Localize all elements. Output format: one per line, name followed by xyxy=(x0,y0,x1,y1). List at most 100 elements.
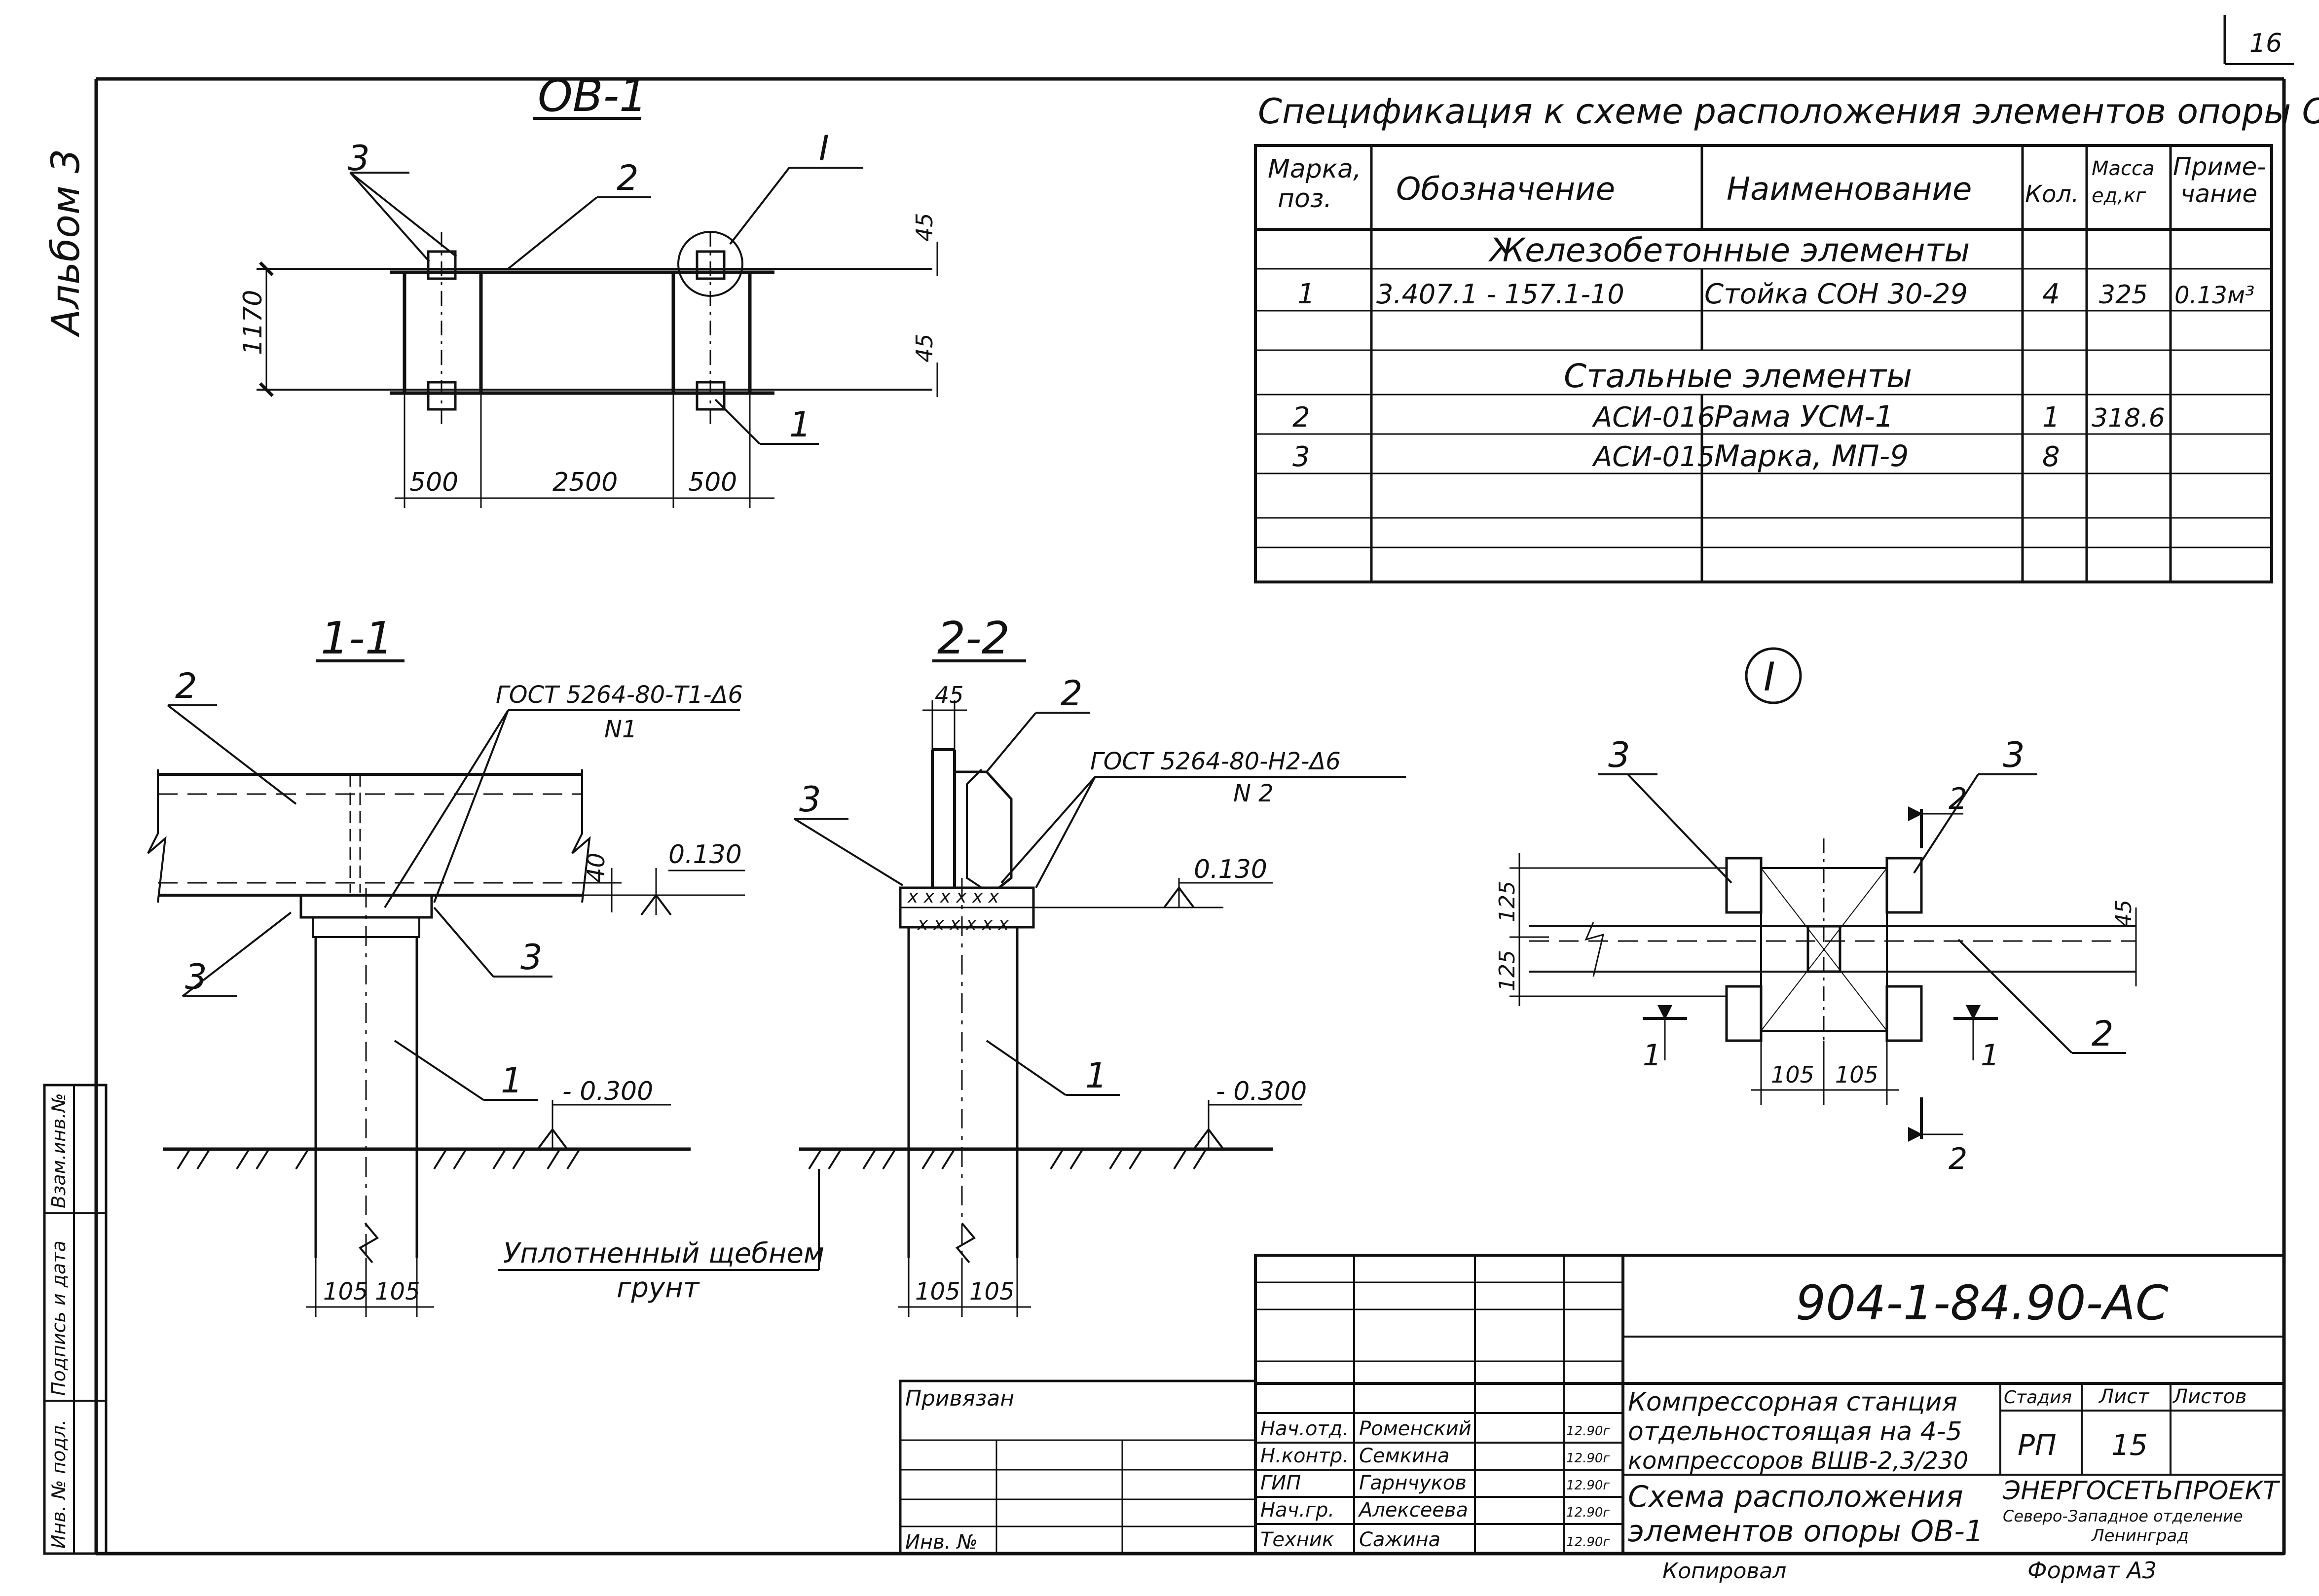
spec-row2-pos: 2 xyxy=(1292,401,1310,434)
tb-project-3: компрессоров ВШВ-2,3/230 xyxy=(1628,1447,1968,1475)
spec-row3-pos: 3 xyxy=(1292,441,1310,473)
section1-dim-105b: 105 xyxy=(375,1278,420,1306)
stamp-signature: Подпись и дата xyxy=(48,1240,70,1396)
svg-text:x x x x x x: x x x x x x xyxy=(917,914,1009,934)
binding-label: Привязан xyxy=(905,1386,1014,1411)
tb-stage-header: Стадия xyxy=(2004,1387,2072,1408)
plan-dim-500b: 500 xyxy=(688,468,737,497)
detail-cut1-right: 1 xyxy=(1981,1038,1999,1073)
spec-header-mass-unit: ед,кг xyxy=(2092,184,2146,207)
detail-label-3b: 3 xyxy=(2003,735,2025,775)
section1-dim-105a: 105 xyxy=(323,1278,368,1306)
section1-dim-40: 40 xyxy=(583,853,610,883)
spec-header-note: Приме- xyxy=(2173,152,2266,181)
spec-row1-name: Стойка СОН 30-29 xyxy=(1704,278,1968,310)
plan-label-1: 1 xyxy=(789,404,811,445)
section1-level-top: 0.130 xyxy=(668,840,742,870)
spec-header-designation: Обозначение xyxy=(1396,171,1615,208)
section1-label-3b: 3 xyxy=(520,937,543,978)
spec-header-mass: Масса xyxy=(2092,157,2155,180)
tb-sheets-header: Листов xyxy=(2172,1385,2246,1408)
section2-label-3: 3 xyxy=(799,779,821,820)
spec-row1-qty: 4 xyxy=(2042,278,2060,310)
tb-date-1: 12.90г xyxy=(1566,1424,1610,1439)
spec-row2-designation: АСИ-016 xyxy=(1592,401,1715,434)
spec-row1-designation: 3.407.1 - 157.1-10 xyxy=(1376,279,1624,310)
binding-inv: Инв. № xyxy=(905,1531,978,1554)
section2-level-bottom: - 0.300 xyxy=(1216,1077,1307,1106)
tb-sheet-title-1: Схема расположения xyxy=(1628,1480,1963,1514)
tb-stage: РП xyxy=(2018,1428,2057,1462)
section2-dim-45: 45 xyxy=(935,682,964,708)
svg-text:x x x x x x: x x x x x x xyxy=(907,887,999,907)
detail-label-3a: 3 xyxy=(1608,735,1630,775)
detail-label-2: 2 xyxy=(2092,1014,2114,1054)
sheet-number-box: 16 xyxy=(2223,15,2294,65)
section1-weld-line1: ГОСТ 5264-80-Т1-Δ6 xyxy=(496,681,743,709)
spec-header-note2: чание xyxy=(2180,180,2257,208)
tb-date-5: 12.90г xyxy=(1566,1535,1610,1550)
tb-sheet-title-2: элементов опоры ОВ-1 xyxy=(1628,1514,1984,1549)
spec-table: Спецификация к схеме расположения элемен… xyxy=(1254,91,2319,583)
spec-header-name: Наименование xyxy=(1727,171,1972,208)
plan-view: ОВ-1 3 2 I 1 1170 xyxy=(238,70,938,508)
sheet-number: 16 xyxy=(2249,29,2282,58)
stamp-inv-no: Инв. № подл. xyxy=(48,1419,70,1549)
side-stamp: Инв. № подл. Подпись и дата Взам.инв.№ xyxy=(43,1084,108,1555)
section-1-1: 1-1 2 ГОСТ 5264-80-Т1-Δ6 N1 3 3 xyxy=(147,613,745,1317)
section2-dim-105b: 105 xyxy=(969,1278,1015,1306)
spec-row3-name: Марка, МП-9 xyxy=(1714,439,1909,473)
plan-dim-45b: 45 xyxy=(911,333,938,363)
spec-group-concrete: Железобетонные элементы xyxy=(1488,231,1970,269)
tb-role-1: Нач.отд. xyxy=(1260,1417,1349,1440)
tb-name-3: Гарнчуков xyxy=(1359,1472,1467,1494)
spec-row1-pos: 1 xyxy=(1297,278,1315,310)
tb-org-1: ЭНЕРГОСЕТЬПРОЕКТ xyxy=(2002,1476,2281,1506)
section2-weld-line2: N 2 xyxy=(1233,780,1274,807)
spec-header-qty: Кол. xyxy=(2025,181,2079,208)
plan-title: ОВ-1 xyxy=(538,70,647,122)
section1-weld-line2: N1 xyxy=(604,716,637,743)
plan-dim-1170: 1170 xyxy=(238,290,268,355)
tb-name-5: Сажина xyxy=(1359,1528,1440,1551)
plan-dim-500a: 500 xyxy=(409,468,458,497)
tb-role-4: Нач.гр. xyxy=(1260,1499,1334,1522)
section1-level-bottom: - 0.300 xyxy=(562,1077,653,1106)
tb-sheet-header: Лист xyxy=(2098,1385,2150,1408)
tb-org-3: Ленинград xyxy=(2091,1526,2189,1546)
section-2-2: 2-2 x x x x x x x x x x x x 45 2 3 ГОСТ … xyxy=(498,613,1406,1317)
detail-dim-125a: 125 xyxy=(1495,881,1520,922)
copied-by: Копировал xyxy=(1662,1559,1786,1584)
spec-header-mark: Марка, xyxy=(1268,154,1362,184)
spec-row2-mass: 318.6 xyxy=(2092,403,2165,433)
tb-date-3: 12.90г xyxy=(1566,1478,1610,1493)
spec-row1-mass: 325 xyxy=(2099,280,2148,310)
spec-row2-name: Рама УСМ-1 xyxy=(1714,399,1894,434)
detail-cut1-left: 1 xyxy=(1643,1038,1661,1073)
spec-header-pos: поз. xyxy=(1278,184,1332,214)
tb-role-3: ГИП xyxy=(1260,1472,1301,1494)
section1-label-2: 2 xyxy=(175,666,197,706)
doc-code: 904-1-84.90-АС xyxy=(1796,1275,2169,1331)
fill-note-line1: Уплотненный щебнем xyxy=(503,1237,824,1270)
section2-weld-line1: ГОСТ 5264-80-Н2-Δ6 xyxy=(1090,748,1341,775)
tb-project-1: Компрессорная станция xyxy=(1628,1387,1957,1417)
spec-row3-designation: АСИ-015 xyxy=(1592,441,1715,473)
tb-name-2: Семкина xyxy=(1359,1445,1450,1467)
detail-dim-45: 45 xyxy=(2111,900,2136,927)
detail-I: I 2 2 1 1 3 3 2 xyxy=(1495,647,2137,1176)
stamp-replacement: Взам.инв.№ xyxy=(48,1093,70,1208)
spec-row3-qty: 8 xyxy=(2042,441,2060,473)
spec-group-steel: Стальные элементы xyxy=(1564,357,1912,395)
spec-title: Спецификация к схеме расположения элемен… xyxy=(1258,91,2319,132)
plan-label-2: 2 xyxy=(617,158,639,198)
section1-title: 1-1 xyxy=(321,613,393,664)
detail-title: I xyxy=(1764,654,1775,700)
detail-dim-105b: 105 xyxy=(1835,1061,1878,1088)
fill-note-line2: грунт xyxy=(617,1272,700,1304)
section2-level-top: 0.130 xyxy=(1194,855,1267,884)
tb-role-5: Техник xyxy=(1260,1528,1334,1551)
detail-cut2-top: 2 xyxy=(1949,782,1967,816)
binding-block: Привязан Инв. № xyxy=(899,1379,1257,1555)
